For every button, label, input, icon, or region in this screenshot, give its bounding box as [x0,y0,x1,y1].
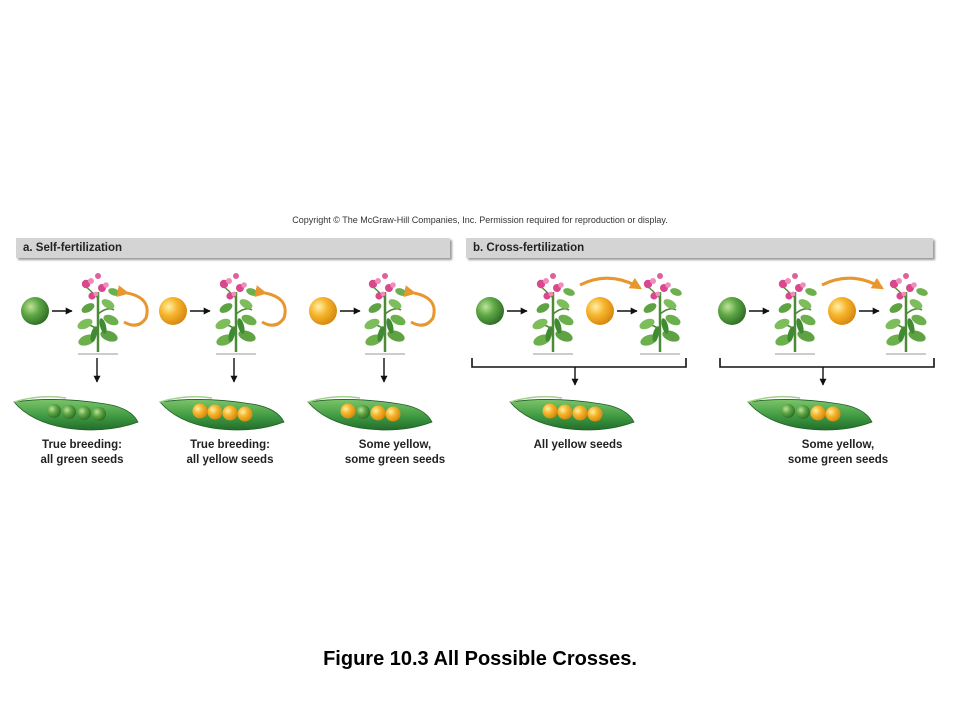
yellow-seed [828,297,856,325]
caption-true-breeding-green: True breeding: all green seeds [40,439,124,466]
green-pea [796,405,810,419]
yellow-pea [825,406,841,422]
green-pea [62,405,76,419]
cross-green-yellow-2 [718,271,935,386]
yellow-pea [370,405,386,421]
cross-pollination-arrow [579,276,643,290]
green-pea [781,404,795,418]
caption-true-breeding-yellow: True breeding: all yellow seeds [186,439,274,466]
yellow-pea [237,406,253,422]
self-pollination-arrow [116,285,149,327]
panel-header-self-fertilization: a. Self-fertilization [16,238,450,258]
yellow-pea [192,403,208,419]
yellow-pea [340,403,356,419]
yellow-seed [586,297,614,325]
green-pea [356,405,370,419]
caption-some-yellow-cross: Some yellow, some green seeds [787,439,889,466]
pod-mixed-self [307,395,433,431]
pea-plant [529,271,578,356]
green-seed [21,297,49,325]
bracket [471,358,687,368]
panel-label-cross: b. Cross-fertilization [473,242,585,254]
figure-title: Figure 10.3 All Possible Crosses. [323,648,637,670]
panel-header-cross-fertilization: b. Cross-fertilization [466,238,933,258]
pea-plant [361,271,410,356]
green-seed [718,297,746,325]
pea-plant [636,271,685,356]
yellow-pea [587,406,603,422]
copyright-notice: Copyright © The McGraw-Hill Companies, I… [292,215,668,225]
green-pea [47,404,61,418]
caption-some-yellow-self: Some yellow, some green seeds [344,439,446,466]
pod-mixed-cross [747,395,873,431]
yellow-pea [207,404,223,420]
pod-all-yellow [159,395,285,431]
pea-plant [771,271,820,356]
yellow-seed [159,297,187,325]
bracket [719,358,935,368]
caption-all-yellow: All yellow seeds [533,439,623,451]
green-seed [476,297,504,325]
panel-label-self: a. Self-fertilization [23,242,123,254]
pea-plant [74,271,123,356]
self-cross-hybrid [309,271,436,383]
self-pollination-arrow [254,285,287,327]
pea-plant [212,271,261,356]
yellow-pea [810,405,826,421]
yellow-pea [542,403,558,419]
yellow-pea [222,405,238,421]
yellow-pea [385,406,401,422]
self-cross-green [21,271,149,383]
self-cross-yellow [159,271,287,383]
yellow-seed [309,297,337,325]
pod-all-yellow-cross [509,395,635,431]
cross-green-yellow-1 [471,271,687,386]
green-pea [92,407,106,421]
cross-pollination-arrow [821,276,885,290]
yellow-pea [557,404,573,420]
green-pea [77,406,91,420]
pod-all-green [13,395,139,431]
pea-plant [882,271,931,356]
yellow-pea [572,405,588,421]
self-pollination-arrow [403,285,436,327]
